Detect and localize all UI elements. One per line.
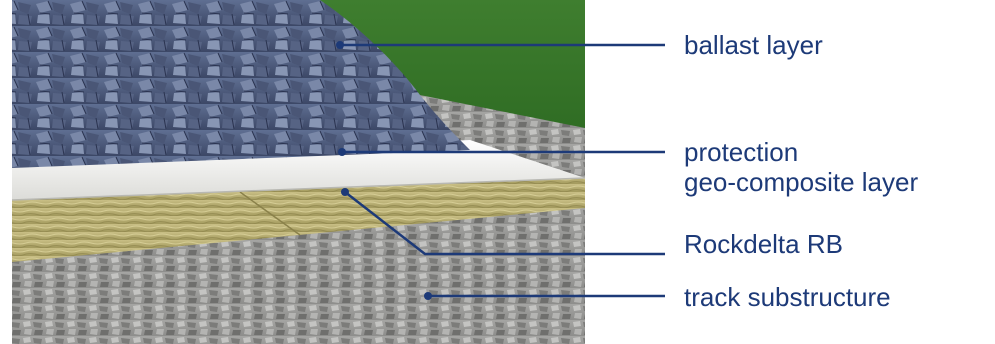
ballast-layer-label: ballast layer — [684, 31, 823, 59]
substructure-leader-dot — [424, 292, 432, 300]
ballast-leader-dot — [336, 41, 344, 49]
protection-label-line2: geo-composite layer — [684, 168, 918, 196]
rockdelta-rb-label: Rockdelta RB — [684, 230, 843, 258]
protection-leader-dot — [338, 148, 346, 156]
track-substructure-label: track substructure — [684, 283, 891, 311]
rockdelta-leader-dot — [341, 188, 349, 196]
protection-label-line1: protection — [684, 138, 798, 166]
